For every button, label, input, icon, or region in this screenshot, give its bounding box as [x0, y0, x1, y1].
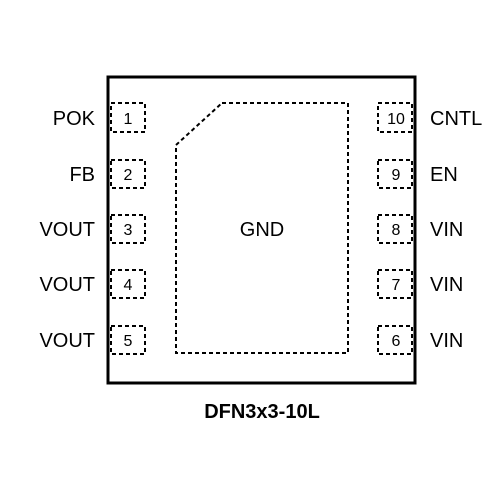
pin-6-pad [377, 325, 413, 355]
pin-6: 6 VIN [377, 325, 463, 355]
pin-10-name: CNTL [430, 108, 482, 130]
pin-7-number: 7 [392, 277, 401, 294]
pin-8-name: VIN [430, 219, 463, 241]
pin-1: 1 POK [53, 102, 146, 133]
pin-3: 3 VOUT [39, 214, 146, 244]
pin-4-pad [110, 269, 146, 299]
pin-7: 7 VIN [377, 269, 463, 299]
pin-8-pad [377, 214, 413, 244]
pin-4-name: VOUT [39, 274, 95, 296]
pin-2-number: 2 [124, 167, 133, 184]
pin-2-pad [110, 159, 146, 189]
pin-1-pad [110, 102, 146, 133]
gnd-pad-label: GND [240, 219, 284, 241]
pin-6-name: VIN [430, 330, 463, 352]
pin-8: 8 VIN [377, 214, 463, 244]
pin-2-name: FB [69, 164, 95, 186]
pin-9-number: 9 [392, 167, 401, 184]
pin-5-pad [110, 325, 146, 355]
pin-7-pad [377, 269, 413, 299]
pin-4-number: 4 [124, 277, 133, 294]
left-pin-group: 1 POK 2 FB 3 VOUT 4 VOUT 5 VOUT [39, 102, 146, 355]
pin-10-pad [377, 102, 413, 133]
pin-3-pad [110, 214, 146, 244]
pin-10-number: 10 [387, 111, 405, 128]
pin-3-number: 3 [124, 222, 133, 239]
pin-8-number: 8 [392, 222, 401, 239]
pin-9: 9 EN [377, 159, 458, 189]
pin-9-pad [377, 159, 413, 189]
exposed-pad-outline [175, 102, 349, 354]
pin-4: 4 VOUT [39, 269, 146, 299]
pin-1-name: POK [53, 108, 96, 130]
pin-6-number: 6 [392, 333, 401, 350]
pin-3-name: VOUT [39, 219, 95, 241]
package-body [106, 75, 417, 385]
right-pin-group: 10 CNTL 9 EN 8 VIN 7 VIN 6 VIN [377, 102, 482, 355]
package-name-caption: DFN3x3-10L [204, 401, 320, 423]
pin-7-name: VIN [430, 274, 463, 296]
pin-2: 2 FB [69, 159, 146, 189]
pin-5: 5 VOUT [39, 325, 146, 355]
pin-10: 10 CNTL [377, 102, 482, 133]
pin-5-number: 5 [124, 333, 133, 350]
pin-5-name: VOUT [39, 330, 95, 352]
pin-1-number: 1 [124, 111, 133, 128]
pin-9-name: EN [430, 164, 458, 186]
